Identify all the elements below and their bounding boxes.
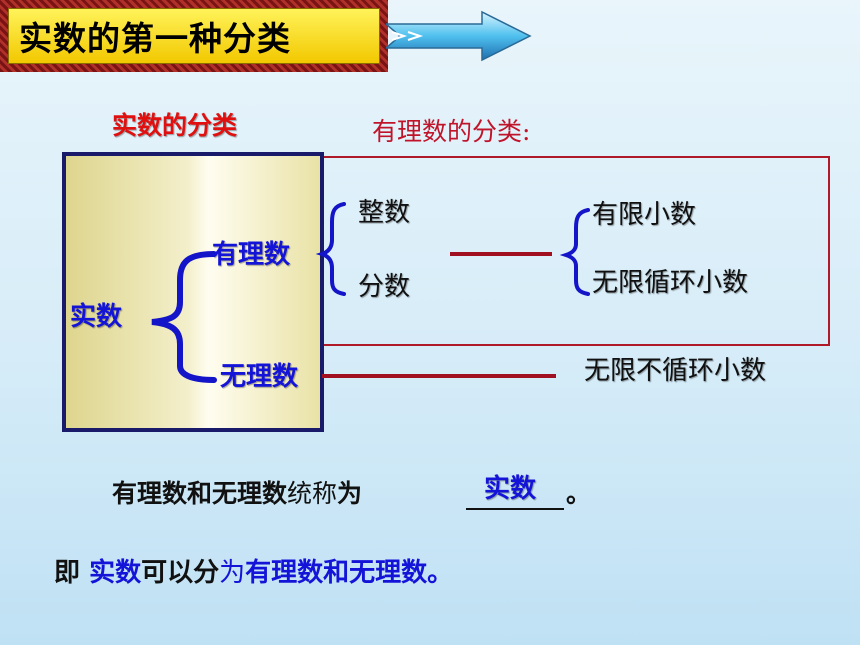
- page-title: 实数的第一种分类: [8, 8, 380, 64]
- rational-number-label: 有理数: [212, 240, 291, 270]
- arrow-right-icon: [386, 10, 532, 62]
- rational-classification-frame: [318, 156, 830, 346]
- conclusion-word-real: 实数: [89, 558, 142, 588]
- conclusion-word-and: 和: [323, 558, 350, 588]
- title-banner: 实数的第一种分类: [0, 0, 388, 72]
- classification-label: 实数的分类: [112, 111, 238, 140]
- irrational-number-label: 无理数: [220, 362, 299, 392]
- sentence1-part1: 有理数和无理数: [112, 479, 288, 508]
- sentence1-part2: 统称: [287, 479, 338, 508]
- conclusion-word-can-divide: 可以分: [141, 558, 220, 588]
- integer-label: 整数: [358, 198, 411, 228]
- conclusion-word-rational: 有理数: [245, 558, 324, 588]
- rational-classification-heading: 有理数的分类:: [372, 117, 531, 146]
- conclusion-sentence: 即 实数可以分为有理数和无理数。: [54, 552, 453, 589]
- summary-sentence: 有理数和无理数统称为: [112, 474, 362, 510]
- conclusion-prefix: 即: [54, 558, 90, 588]
- conclusion-word-irrational: 无理数: [349, 558, 428, 588]
- real-number-label: 实数: [70, 302, 123, 332]
- repeating-decimal-label: 无限循环小数: [592, 268, 749, 298]
- blank-underline: [466, 508, 564, 510]
- sentence1-period: 。: [566, 479, 592, 508]
- conclusion-period: 。: [427, 558, 454, 588]
- finite-decimal-label: 有限小数: [592, 200, 697, 230]
- non-repeating-decimal-label: 无限不循环小数: [584, 356, 767, 386]
- fraction-label: 分数: [358, 272, 411, 302]
- sentence1-part3: 为: [337, 479, 363, 508]
- conclusion-word-into: 为: [219, 558, 246, 588]
- blank-answer: 实数: [483, 474, 536, 504]
- answer-blank: 实数: [466, 468, 566, 514]
